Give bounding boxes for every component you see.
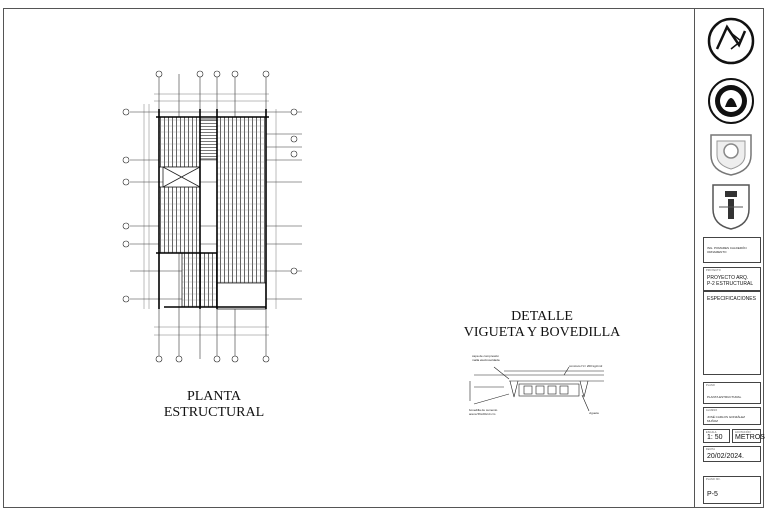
project-caption: PROYECTO: [706, 269, 721, 272]
plan-value: PLANTA ESTRUCTURAL: [707, 395, 742, 399]
slab-areas: [158, 116, 267, 310]
units-value: METROS: [735, 434, 765, 441]
author-box: ALUMNO JOSÉ CARLOS GONZÁLEZ MUÑOZ: [703, 407, 761, 425]
dimension-lines: [143, 93, 277, 336]
sheet-value: P-5: [707, 491, 718, 498]
title-block: ING. POMARES CALDERÓN ORNAMENTO PROYECTO…: [694, 9, 765, 507]
detail-note-bottom-left: bovedilla de cemento: [469, 408, 498, 412]
date-box: FECHA 20/02/2024.: [703, 446, 761, 462]
plan-title-line2: ESTRUCTURAL: [163, 405, 265, 420]
date-value: 20/02/2024.: [707, 453, 744, 460]
detail-title: DETALLE VIGUETA Y BOVEDILLA: [452, 309, 632, 341]
detail-title-line2: VIGUETA Y BOVEDILLA: [463, 325, 621, 340]
beams: [156, 109, 269, 309]
sheet-caption: PLANO NO.: [706, 478, 721, 481]
drawing-area: capa de compresión malla electrosoldada …: [4, 9, 692, 507]
scale-caption: ESCALA: [706, 431, 717, 434]
north-arrow-icon: [707, 17, 755, 65]
detail-note-top-left: capa de compresión: [472, 354, 499, 358]
specs-label: ESPECIFICACIONES: [707, 296, 756, 302]
scale-box: ESCALA 1: 50: [703, 429, 730, 443]
author-caption: ALUMNO: [706, 409, 718, 412]
detail-note-bottom-left-2: arena 56x20x14 cm: [469, 412, 496, 416]
scale-value: 1: 50: [707, 434, 723, 441]
detail-note-top-left-2: malla electrosoldada: [472, 358, 500, 362]
author-value: JOSÉ CARLOS GONZÁLEZ MUÑOZ: [707, 415, 746, 423]
school-shield-icon: [712, 184, 750, 230]
school-box: ING. POMARES CALDERÓN ORNAMENTO: [703, 237, 761, 263]
plan-title-line1: PLANTA: [186, 389, 242, 404]
detail-section: [469, 366, 604, 412]
plan-drawing: capa de compresión malla electrosoldada …: [122, 70, 604, 416]
units-box: ACOTACIÓN METROS: [732, 429, 765, 443]
detail-title-line1: DETALLE: [511, 309, 573, 324]
units-caption: ACOTACIÓN: [735, 431, 751, 434]
detail-note-top-right: concreto f'c= 200 kg/cm2: [569, 364, 603, 368]
plan-box: PLANO PLANTA ESTRUCTURAL: [703, 382, 761, 404]
detail-note-bottom-right: vigueta: [589, 411, 599, 415]
drawing-sheet: capa de compresión malla electrosoldada …: [3, 8, 765, 508]
plan-title: PLANTA ESTRUCTURAL: [154, 389, 274, 421]
faculty-shield-icon: [710, 134, 752, 176]
sheet-number-box: PLANO NO. P-5: [703, 476, 761, 504]
project-box: PROYECTO PROYECTO ARQ. P-2 ESTRUCTURAL: [703, 267, 761, 291]
date-caption: FECHA: [706, 448, 715, 451]
university-seal-icon: [708, 78, 754, 124]
axis-bubbles: [122, 70, 298, 363]
plan-caption: PLANO: [706, 384, 715, 387]
specs-box: ESPECIFICACIONES: [703, 291, 761, 375]
project-value-line2: P-2 ESTRUCTURAL: [707, 281, 754, 287]
project-value-line1: PROYECTO ARQ.: [707, 275, 749, 281]
school-text: ING. POMARES CALDERÓN ORNAMENTO: [707, 246, 747, 254]
